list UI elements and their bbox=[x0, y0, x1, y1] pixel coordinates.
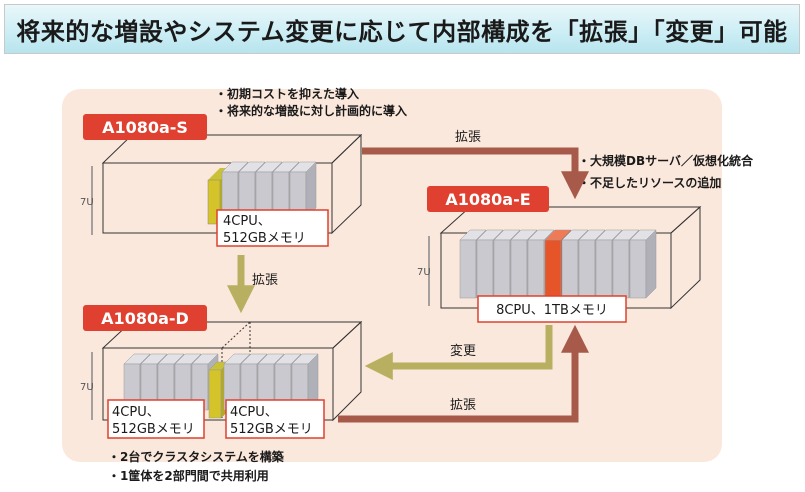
server-s-spec: 4CPU、 512GBメモリ bbox=[216, 209, 329, 247]
server-e-blades bbox=[459, 229, 657, 299]
arrow-d-to-e: 拡張 bbox=[338, 324, 589, 423]
arrow-e-to-d: 変更 bbox=[364, 325, 553, 380]
server-e-name: A1080a-E bbox=[445, 190, 530, 209]
blade-gray bbox=[291, 353, 319, 411]
server-e-note-2: ・不足したリソースの追加 bbox=[578, 175, 721, 190]
arrow-label: 拡張 bbox=[450, 398, 476, 413]
server-e-spec: 8CPU、1TBメモリ bbox=[477, 295, 627, 323]
arrow-label: 拡張 bbox=[252, 273, 278, 288]
spec-text: 8CPU、1TBメモリ bbox=[496, 303, 608, 318]
server-d: 7U A1080a-D 4CPU、 512GBメモリ 4CPU、 512GBメモ… bbox=[80, 305, 363, 483]
height-label: 7U bbox=[80, 382, 94, 393]
server-d-note-2: ・1筐体を2部門間で共用利用 bbox=[108, 468, 269, 483]
server-d-blades bbox=[123, 353, 319, 419]
height-label: 7U bbox=[80, 197, 94, 208]
server-s-blades bbox=[207, 161, 317, 225]
spec-line-2: 512GBメモリ bbox=[230, 422, 313, 437]
server-d-height-indicator: 7U bbox=[80, 352, 94, 420]
spec-line-1: 4CPU、 bbox=[230, 405, 278, 420]
title-banner: 将来的な増設やシステム変更に応じて内部構成を「拡張」「変更」可能 bbox=[4, 4, 800, 54]
spec-line-2: 512GBメモリ bbox=[223, 231, 306, 246]
server-s: 7U A1080a-S 4CPU、 512GBメモリ ・初期コストを抑えた導入 … bbox=[80, 86, 407, 247]
arrow-label: 拡張 bbox=[455, 130, 481, 145]
height-label: 7U bbox=[417, 267, 431, 278]
server-s-tag: A1080a-S bbox=[83, 114, 207, 140]
server-s-name: A1080a-S bbox=[102, 118, 188, 137]
server-d-note-1: ・2台でクラスタシステムを構築 bbox=[108, 449, 285, 464]
server-s-height-indicator: 7U bbox=[80, 166, 94, 235]
arrow-label: 変更 bbox=[450, 343, 476, 359]
server-e-note-1: ・大規模DBサーバ／仮想化統合 bbox=[578, 153, 754, 168]
server-d-spec-right: 4CPU、 512GBメモリ bbox=[225, 399, 325, 439]
arrow-s-to-e: 拡張 bbox=[362, 130, 589, 200]
server-e-height-indicator: 7U bbox=[417, 236, 431, 306]
server-d-name: A1080a-D bbox=[101, 309, 189, 328]
server-s-note-1: ・初期コストを抑えた導入 bbox=[215, 86, 359, 101]
spec-line-1: 4CPU、 bbox=[112, 405, 160, 420]
server-e: 7U A1080a-E 8CPU、1TBメモリ ・大規模DBサーバ／仮想化統合 … bbox=[417, 153, 754, 323]
spec-line-1: 4CPU、 bbox=[223, 214, 271, 229]
server-d-tag: A1080a-D bbox=[83, 305, 207, 331]
arrow-s-to-d: 拡張 bbox=[227, 255, 278, 314]
server-e-tag: A1080a-E bbox=[427, 186, 549, 212]
blade-gray bbox=[289, 161, 317, 219]
server-d-spec-left: 4CPU、 512GBメモリ bbox=[107, 399, 205, 439]
server-s-note-2: ・将来的な増設に対し計画的に導入 bbox=[215, 103, 407, 118]
blade-gray bbox=[629, 229, 657, 299]
page-title: 将来的な増設やシステム変更に応じて内部構成を「拡張」「変更」可能 bbox=[16, 17, 788, 46]
spec-line-2: 512GBメモリ bbox=[112, 422, 195, 437]
